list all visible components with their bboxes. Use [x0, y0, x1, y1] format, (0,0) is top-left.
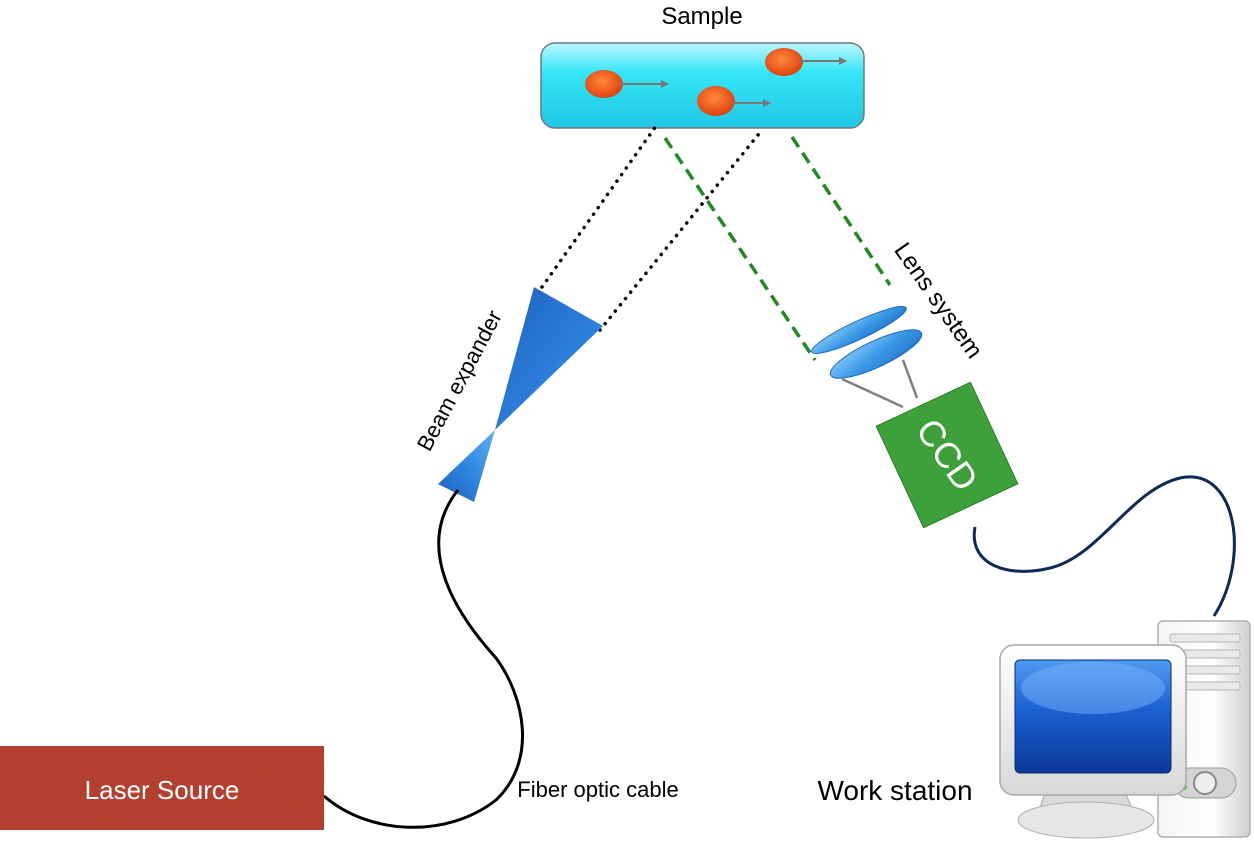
lens-1: [811, 306, 907, 354]
lens-support-left: [841, 377, 904, 409]
sample-particle-icon: [697, 86, 735, 116]
illumination-ray-right: [598, 128, 764, 332]
monitor-screen: [1014, 659, 1172, 774]
illumination-ray-left: [540, 124, 658, 289]
scattered-ray-left: [663, 137, 817, 361]
fiber-optic-cable-label: Fiber optic cable: [517, 777, 678, 802]
laser-source: Laser Source: [0, 746, 324, 830]
lens-system: [811, 306, 923, 409]
sample-particle-3: [765, 48, 847, 76]
sample-particle-icon: [585, 70, 623, 98]
scattered-ray-right: [790, 136, 892, 286]
beam-expander: [438, 287, 603, 502]
laser-source-label: Laser Source: [85, 775, 240, 805]
ccd-body: [875, 381, 1019, 529]
illumination-rays: [540, 124, 764, 332]
sample-particle-2: [697, 86, 771, 116]
beam-expander-upper-prism: [495, 287, 603, 430]
monitor-icon: [999, 644, 1187, 839]
lens-support-right: [901, 359, 919, 399]
fiber-optic-cable: [323, 489, 524, 829]
ccd-cable: [972, 475, 1236, 617]
sample-label: Sample: [661, 3, 742, 30]
work-station-label: Work station: [817, 775, 972, 806]
ccd-camera: CCD: [875, 381, 1019, 529]
sample-particle-1: [585, 70, 669, 98]
scattered-light-rays: [663, 136, 892, 361]
sample-particle-icon: [765, 48, 803, 76]
lens-2: [829, 329, 923, 379]
beam-expander-lower-prism: [438, 430, 495, 502]
laser-source-box: [0, 746, 324, 830]
